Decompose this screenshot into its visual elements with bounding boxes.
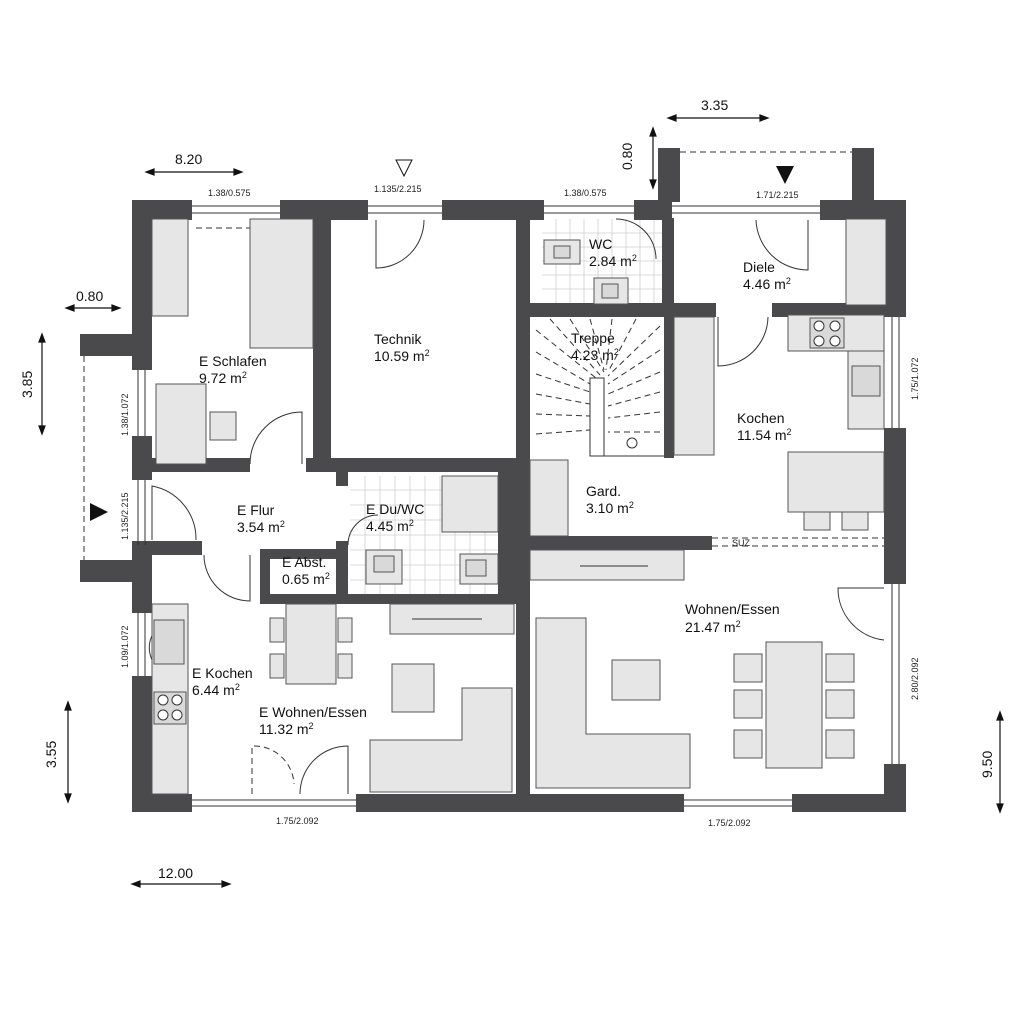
entrance-arrow-left-filled-icon <box>90 503 108 521</box>
room-area-e-kochen: 6.44 m2 <box>192 682 240 698</box>
room-label-wc: WC <box>589 236 612 252</box>
room-label-e-abst: E Abst. <box>282 554 326 570</box>
room-area-e-abst: 0.65 m2 <box>282 571 330 587</box>
room-label-technik: Technik <box>374 331 422 347</box>
entrance-arrow-top-outline-icon <box>395 159 413 178</box>
window-label-top-1: 1.38/0.575 <box>208 188 251 198</box>
room-label-e-kochen: E Kochen <box>192 665 253 681</box>
room-label-e-flur: E Flur <box>237 502 275 518</box>
window-label-left-1: 1.38/1.072 <box>120 393 130 436</box>
dimension-12-00: 12.00 <box>158 865 193 881</box>
room-label-treppe: Treppe <box>571 330 615 346</box>
room-area-e-schlafen: 9.72 m2 <box>199 370 247 386</box>
room-area-treppe: 4.23 m2 <box>571 347 619 363</box>
window-label-top-4: 1.71/2.215 <box>756 190 799 200</box>
dimension-lines <box>38 114 1004 888</box>
window-label-left-3: 1.09/1.072 <box>120 625 130 668</box>
room-area-e-wohnen-essen: 11.32 m2 <box>259 721 314 737</box>
furniture <box>151 218 887 795</box>
room-area-kochen: 11.54 m2 <box>737 427 792 443</box>
room-area-technik: 10.59 m2 <box>374 348 430 364</box>
dimension-0-80-left: 0.80 <box>76 288 103 304</box>
suz-label: SUZ <box>732 538 751 548</box>
window-label-left-2: 1.135/2.215 <box>120 492 130 540</box>
dimension-0-80-top: 0.80 <box>619 143 635 170</box>
room-label-e-wohnen-essen: E Wohnen/Essen <box>259 704 367 720</box>
dimension-8-20: 8.20 <box>175 151 202 167</box>
room-area-diele: 4.46 m2 <box>743 276 791 292</box>
window-label-right-1: 1.75/1.072 <box>910 357 920 400</box>
room-area-wohnen-essen: 21.47 m2 <box>685 619 741 635</box>
window-label-top-3: 1.38/0.575 <box>564 188 607 198</box>
windows <box>83 151 900 807</box>
window-label-bottom-1: 1.75/2.092 <box>276 816 319 826</box>
room-area-gard: 3.10 m2 <box>586 500 634 516</box>
dimension-9-50: 9.50 <box>979 751 995 778</box>
room-area-wc: 2.84 m2 <box>589 253 637 269</box>
window-label-bottom-2: 1.75/2.092 <box>708 818 751 828</box>
room-label-e-du-wc: E Du/WC <box>366 501 424 517</box>
room-label-kochen: Kochen <box>737 410 784 426</box>
dimension-3-85: 3.85 <box>19 371 35 398</box>
room-label-e-schlafen: E Schlafen <box>199 353 267 369</box>
staircase <box>530 317 664 457</box>
room-label-diele: Diele <box>743 259 775 275</box>
room-label-wohnen-essen: Wohnen/Essen <box>685 601 780 617</box>
window-label-right-2: 2.80/2.092 <box>910 657 920 700</box>
room-label-gard: Gard. <box>586 483 621 499</box>
dimension-3-55: 3.55 <box>43 741 59 768</box>
room-area-e-flur: 3.54 m2 <box>237 519 285 535</box>
entrance-arrow-top-filled-icon <box>776 166 794 184</box>
dimension-3-35: 3.35 <box>701 97 728 113</box>
window-label-top-2: 1.135/2.215 <box>374 184 422 194</box>
room-area-e-du-wc: 4.45 m2 <box>366 518 414 534</box>
